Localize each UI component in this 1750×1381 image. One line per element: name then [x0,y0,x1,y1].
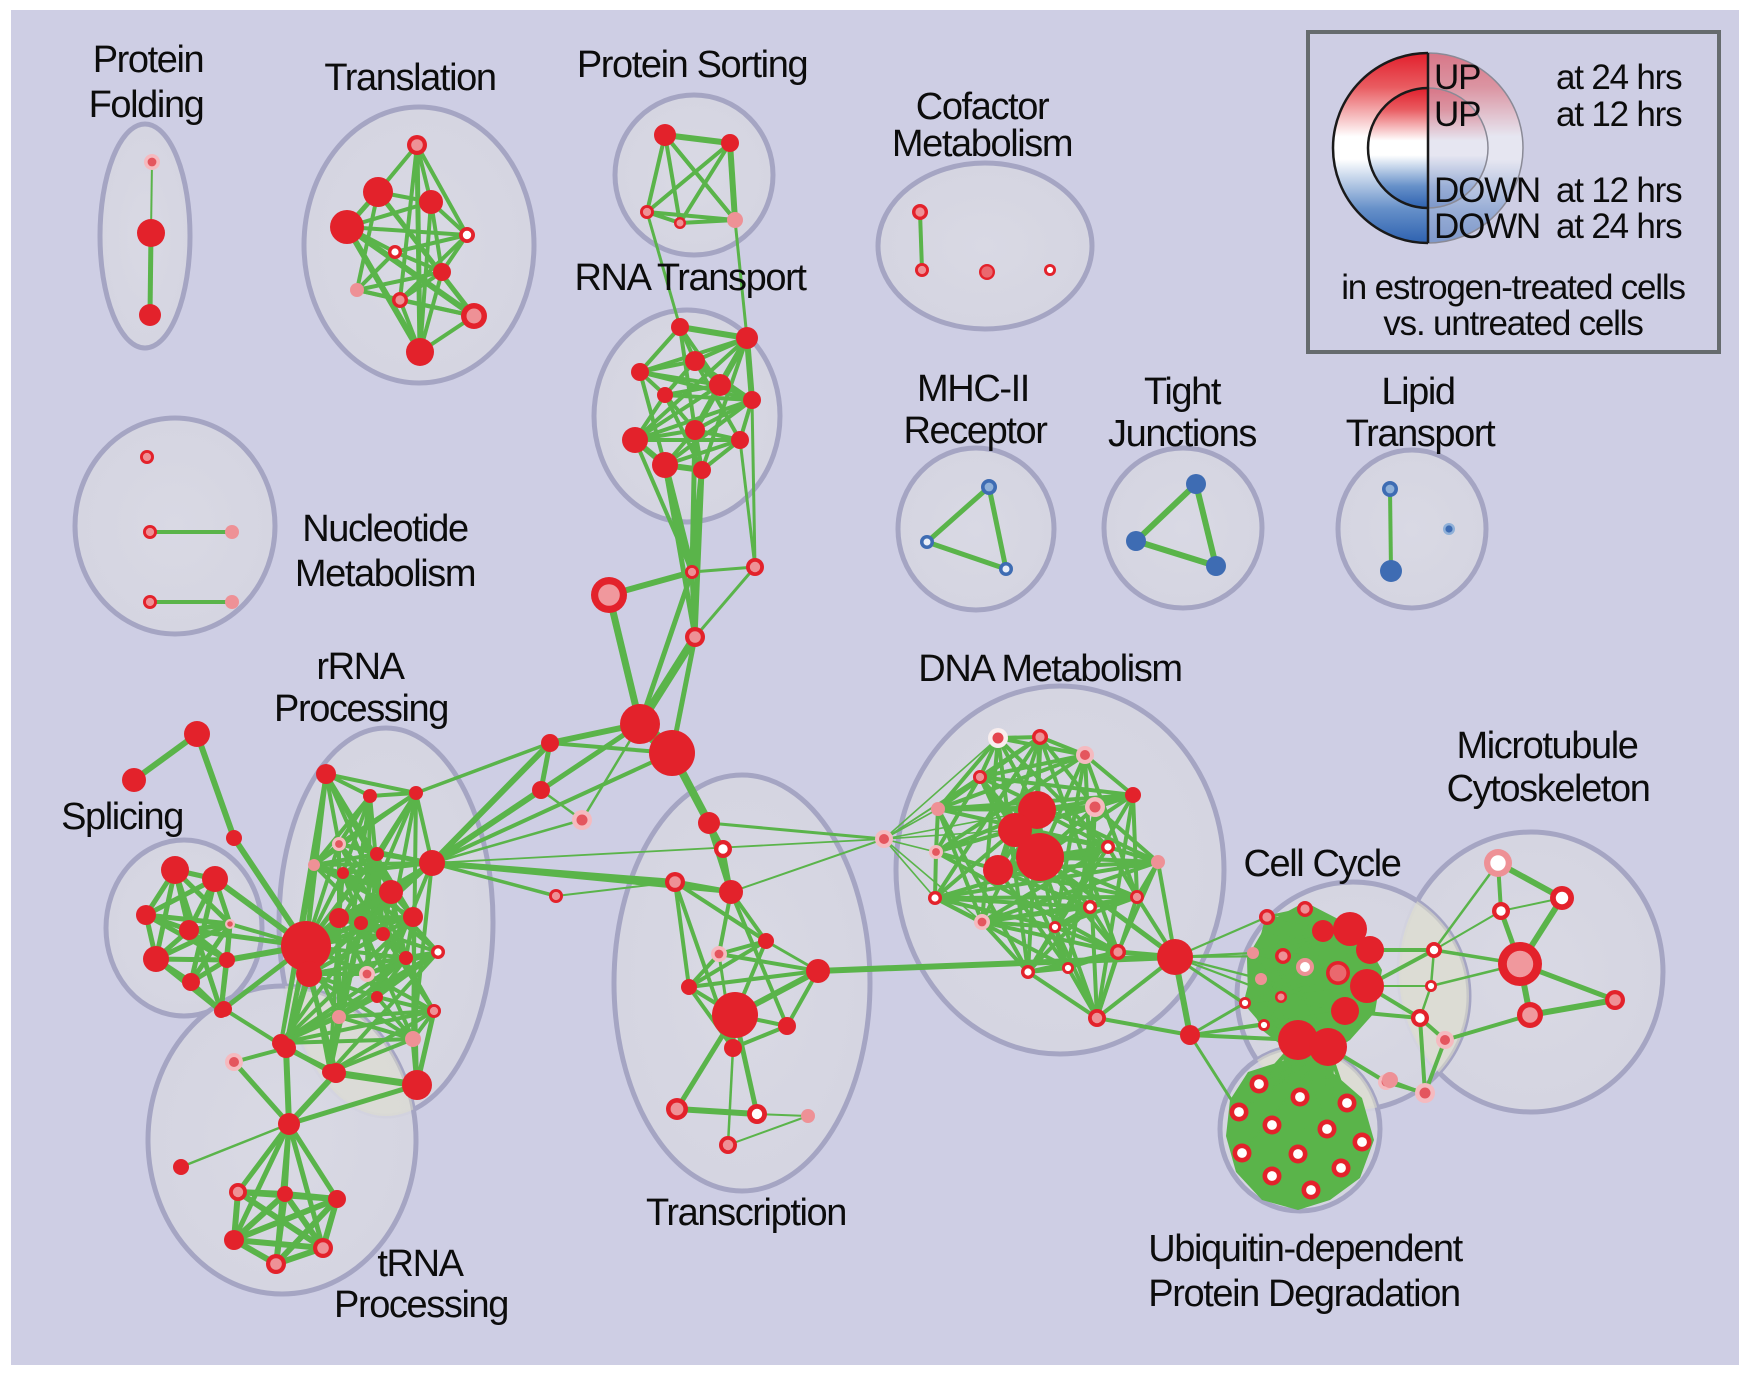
svg-text:Junctions: Junctions [1108,413,1256,455]
svg-text:Cell Cycle: Cell Cycle [1243,843,1400,885]
svg-text:in estrogen-treated cells: in estrogen-treated cells [1341,268,1685,307]
svg-text:at 24 hrs: at 24 hrs [1556,58,1682,97]
svg-text:at 24 hrs: at 24 hrs [1556,207,1682,246]
svg-text:UP: UP [1434,95,1480,134]
svg-text:Transport: Transport [1346,413,1496,455]
svg-text:tRNA: tRNA [377,1243,464,1285]
svg-text:Cofactor: Cofactor [916,86,1050,128]
svg-text:Protein Degradation: Protein Degradation [1148,1273,1459,1315]
svg-text:rRNA: rRNA [316,646,405,688]
svg-text:Cytoskeleton: Cytoskeleton [1447,768,1650,810]
svg-text:at 12 hrs: at 12 hrs [1556,95,1682,134]
svg-text:Processing: Processing [274,688,448,730]
svg-text:Metabolism: Metabolism [892,123,1072,165]
svg-text:MHC-II: MHC-II [917,368,1029,410]
svg-text:DOWN: DOWN [1434,207,1540,246]
svg-text:Processing: Processing [334,1284,508,1326]
svg-text:Microtubule: Microtubule [1456,725,1637,767]
svg-text:Nucleotide: Nucleotide [302,508,468,550]
svg-text:Metabolism: Metabolism [295,553,475,595]
svg-text:Folding: Folding [89,84,204,126]
svg-text:Translation: Translation [324,57,495,99]
svg-text:Ubiquitin-dependent: Ubiquitin-dependent [1148,1228,1463,1270]
svg-text:DOWN: DOWN [1434,171,1540,210]
svg-text:Protein: Protein [93,39,204,81]
svg-text:Receptor: Receptor [904,410,1049,452]
svg-text:Transcription: Transcription [646,1192,846,1234]
svg-text:at 12 hrs: at 12 hrs [1556,171,1682,210]
svg-text:Tight: Tight [1144,371,1222,413]
svg-text:Lipid: Lipid [1381,371,1454,413]
svg-text:DNA Metabolism: DNA Metabolism [918,648,1181,690]
svg-text:vs. untreated cells: vs. untreated cells [1383,304,1643,343]
svg-text:Splicing: Splicing [61,796,183,838]
svg-text:UP: UP [1434,58,1480,97]
svg-text:Protein Sorting: Protein Sorting [577,44,807,86]
svg-text:RNA Transport: RNA Transport [574,257,807,299]
